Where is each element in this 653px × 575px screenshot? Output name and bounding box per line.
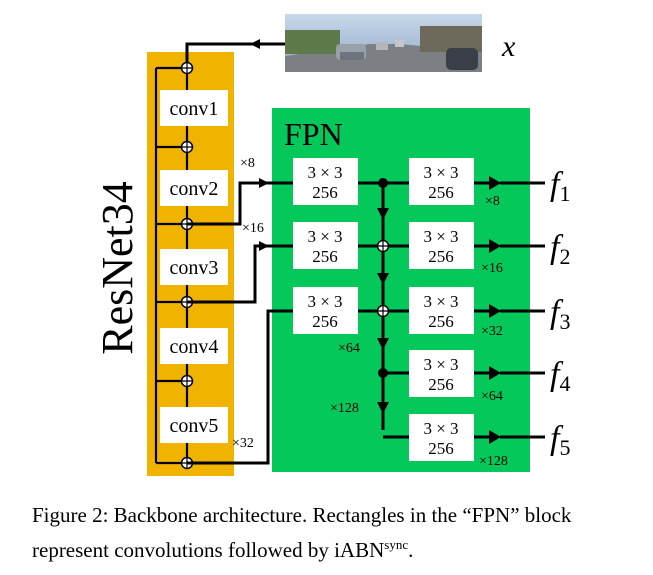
fpn-down-arrows [377, 208, 389, 414]
downsample-label-64: ×64 [338, 341, 360, 356]
conv1-block [160, 90, 228, 126]
fpn-title: FPN [284, 116, 343, 152]
backbone-title: ResNet34 [93, 181, 142, 355]
down-arrow [377, 338, 389, 350]
conv-channels-label: 256 [312, 312, 338, 331]
conv-box [409, 158, 474, 205]
upsample-label: ×16 [481, 261, 503, 276]
conv-channels-label: 256 [428, 247, 454, 266]
tap-label-32: ×32 [232, 436, 254, 451]
conv3-label: conv3 [170, 257, 219, 279]
output-f2: f2 [550, 229, 570, 269]
fpn-sum-crosses [378, 241, 388, 316]
conv-kernel-label: 3 × 3 [307, 227, 342, 246]
output-f5: f5 [550, 420, 570, 460]
upsample-label: ×64 [481, 389, 503, 404]
lateral-connections [187, 178, 293, 465]
upsample-arrow [489, 304, 501, 318]
down-arrow [377, 402, 389, 414]
conv-channels-label: 256 [312, 247, 338, 266]
input-label: x [501, 30, 516, 63]
split-node [378, 368, 388, 378]
conv-channels-label: 256 [312, 183, 338, 202]
conv-channels-label: 256 [428, 183, 454, 202]
conv-kernel-label: 3 × 3 [307, 163, 342, 182]
input-image [285, 14, 482, 72]
down-arrow [377, 273, 389, 285]
conv-kernel-label: 3 × 3 [423, 163, 458, 182]
output-f4: f4 [550, 356, 570, 396]
upsample-label: ×32 [481, 324, 503, 339]
down-arrow [377, 208, 389, 220]
figure-caption: Figure 2: Backbone architecture. Rectang… [32, 500, 632, 565]
conv-channels-label: 256 [428, 312, 454, 331]
upsample-arrow [489, 176, 501, 190]
conv-box [409, 414, 474, 461]
upsample-arrows [489, 176, 501, 444]
conv3-block [160, 249, 228, 285]
upsample-arrow [489, 430, 501, 444]
split-node [378, 178, 388, 188]
upsample-arrow [489, 239, 501, 253]
input-link [185, 42, 253, 68]
downsample-label-128: ×128 [330, 401, 359, 416]
tap-label-8: ×8 [240, 156, 255, 171]
fpn-conv-boxes [293, 158, 474, 461]
conv-kernel-label: 3 × 3 [423, 227, 458, 246]
conv-kernel-label: 3 × 3 [423, 355, 458, 374]
conv-kernel-label: 3 × 3 [423, 292, 458, 311]
conv-kernel-label: 3 × 3 [307, 292, 342, 311]
conv-box [409, 287, 474, 334]
upsample-labels: ×8 ×16 ×32 ×64 ×128 [479, 194, 508, 469]
upsample-label: ×8 [485, 194, 500, 209]
upsample-arrow [489, 366, 501, 380]
upsample-label: ×128 [479, 454, 508, 469]
output-labels: f1 f2 f3 f4 f5 [550, 166, 570, 460]
tap-label-16: ×16 [242, 221, 264, 236]
conv4-block [160, 328, 228, 364]
conv-channels-label: 256 [428, 439, 454, 458]
conv-box [409, 222, 474, 269]
resnet-blocks: conv1 conv2 conv3 conv4 conv5 [160, 90, 228, 443]
output-f3: f3 [550, 294, 570, 334]
conv1-label: conv1 [170, 98, 219, 120]
caption-end: . [408, 538, 414, 562]
conv5-label: conv5 [170, 415, 219, 437]
conv-box [293, 158, 358, 205]
output-lines [474, 181, 545, 439]
fpn-conv-labels: 3 × 3 256 3 × 3 256 3 × 3 256 3 × 3 256 … [307, 163, 458, 458]
conv-kernel-label: 3 × 3 [423, 419, 458, 438]
conv2-label: conv2 [170, 178, 219, 200]
conv2-block [160, 170, 228, 206]
conv5-block [160, 407, 228, 443]
output-f1: f1 [550, 166, 570, 206]
conv-channels-label: 256 [428, 375, 454, 394]
conv-box [409, 350, 474, 397]
conv-box [293, 287, 358, 334]
conv-box [293, 222, 358, 269]
caption-text: Figure 2: Backbone architecture. Rectang… [32, 503, 572, 562]
caption-superscript: sync [384, 537, 409, 552]
backbone-sum-nodes [180, 61, 194, 470]
conv4-label: conv4 [170, 336, 219, 358]
